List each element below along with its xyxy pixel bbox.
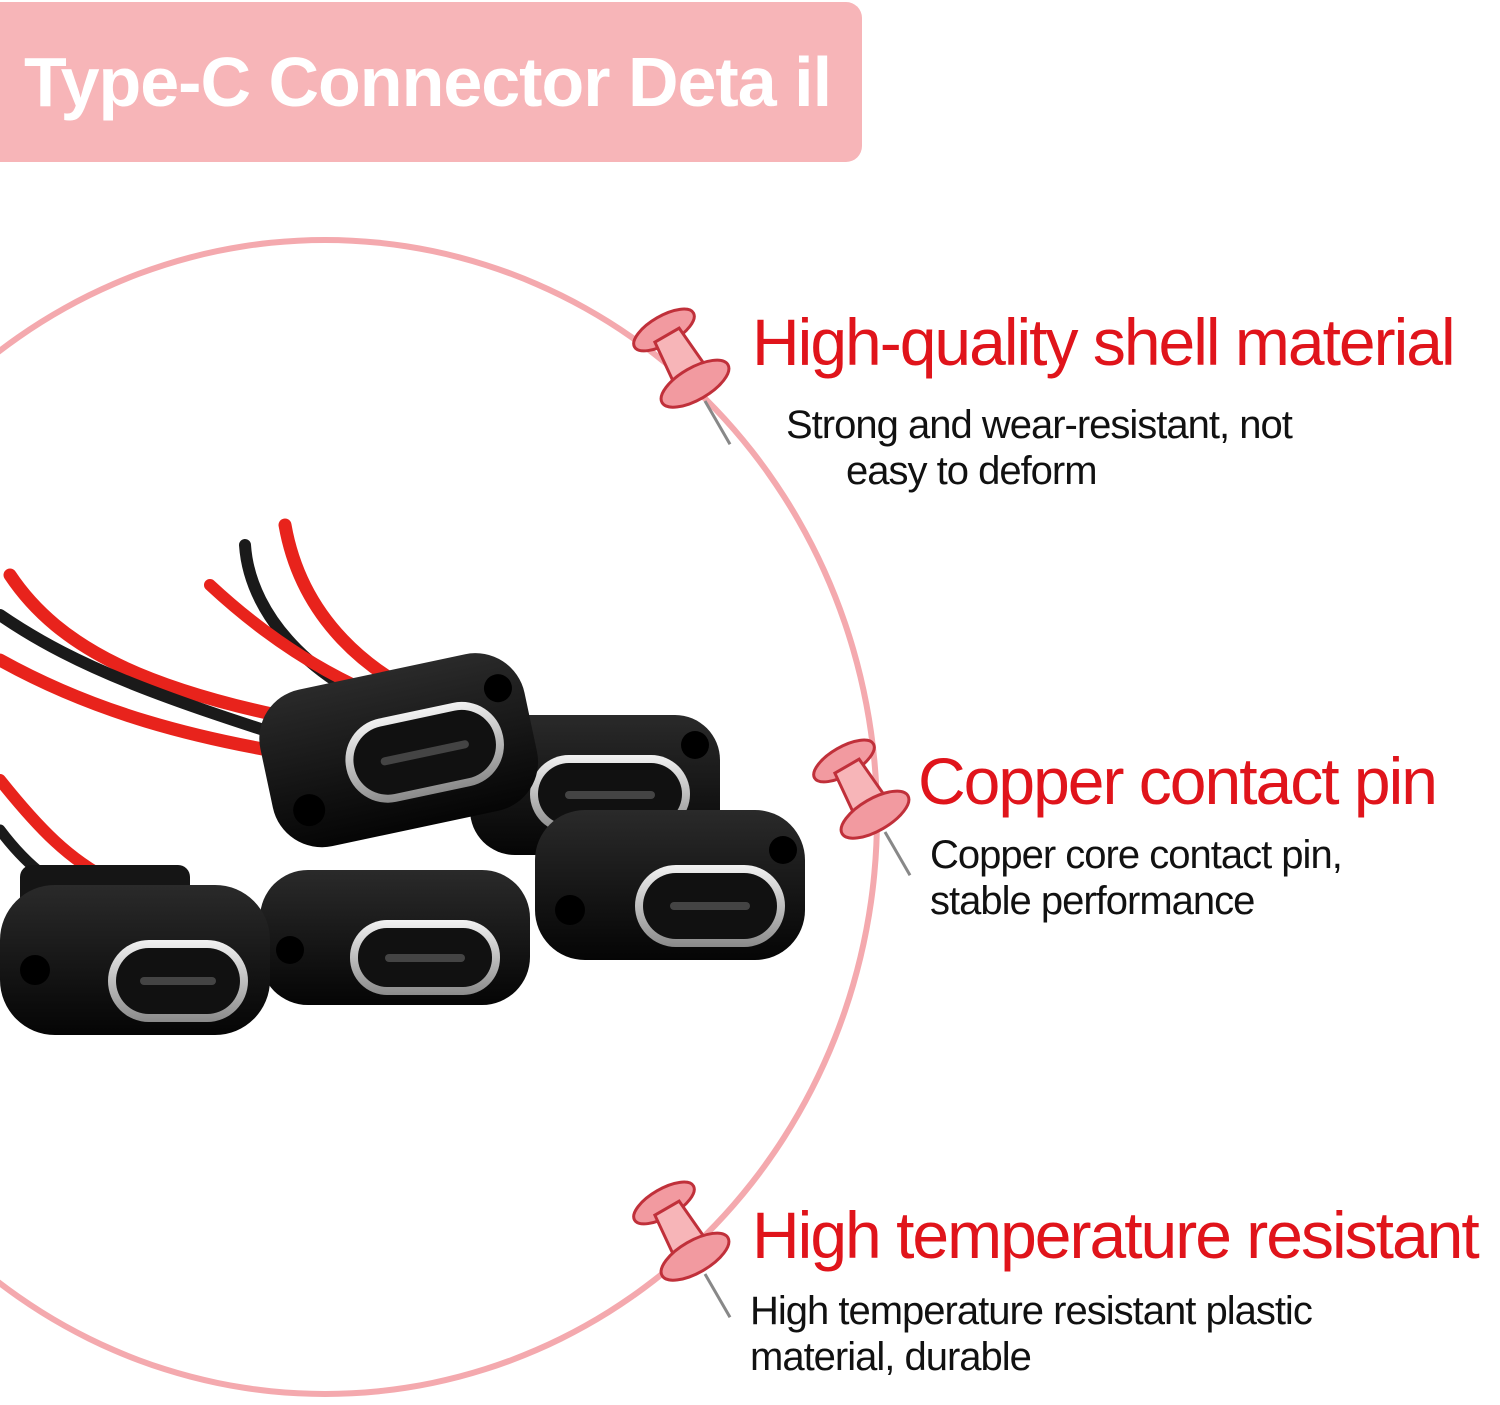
- connector: [535, 810, 805, 960]
- feature-description-line: High temperature resistant plastic: [750, 1289, 1313, 1333]
- connector: [0, 865, 270, 1035]
- page-title: Type-C Connector Deta il: [24, 43, 832, 121]
- feature-title: High temperature resistant: [752, 1198, 1480, 1272]
- feature-description: Copper core contact pin, stable performa…: [930, 832, 1343, 924]
- feature-description-line: material, durable: [750, 1335, 1032, 1379]
- title-banner: Type-C Connector Deta il: [0, 2, 862, 162]
- push-pin-icon: [632, 307, 732, 445]
- feature-description-line: Copper core contact pin,: [930, 833, 1343, 877]
- feature-title: Copper contact pin: [918, 744, 1438, 818]
- feature-description-line: Strong and wear-resistant, not: [786, 403, 1293, 447]
- feature-title: High-quality shell material: [752, 305, 1456, 379]
- connector: [259, 653, 539, 848]
- feature-description: High temperature resistant plastic mater…: [750, 1288, 1313, 1380]
- feature-description-line: easy to deform: [846, 449, 1098, 493]
- push-pin-icon: [632, 1180, 732, 1318]
- push-pin-icon: [812, 738, 912, 876]
- wires: [0, 518, 486, 906]
- feature-description: Strong and wear-resistant, not easy to d…: [786, 402, 1293, 494]
- type-c-connectors-image: [0, 518, 805, 1035]
- connector: [260, 870, 530, 1005]
- feature-description-line: stable performance: [930, 879, 1255, 923]
